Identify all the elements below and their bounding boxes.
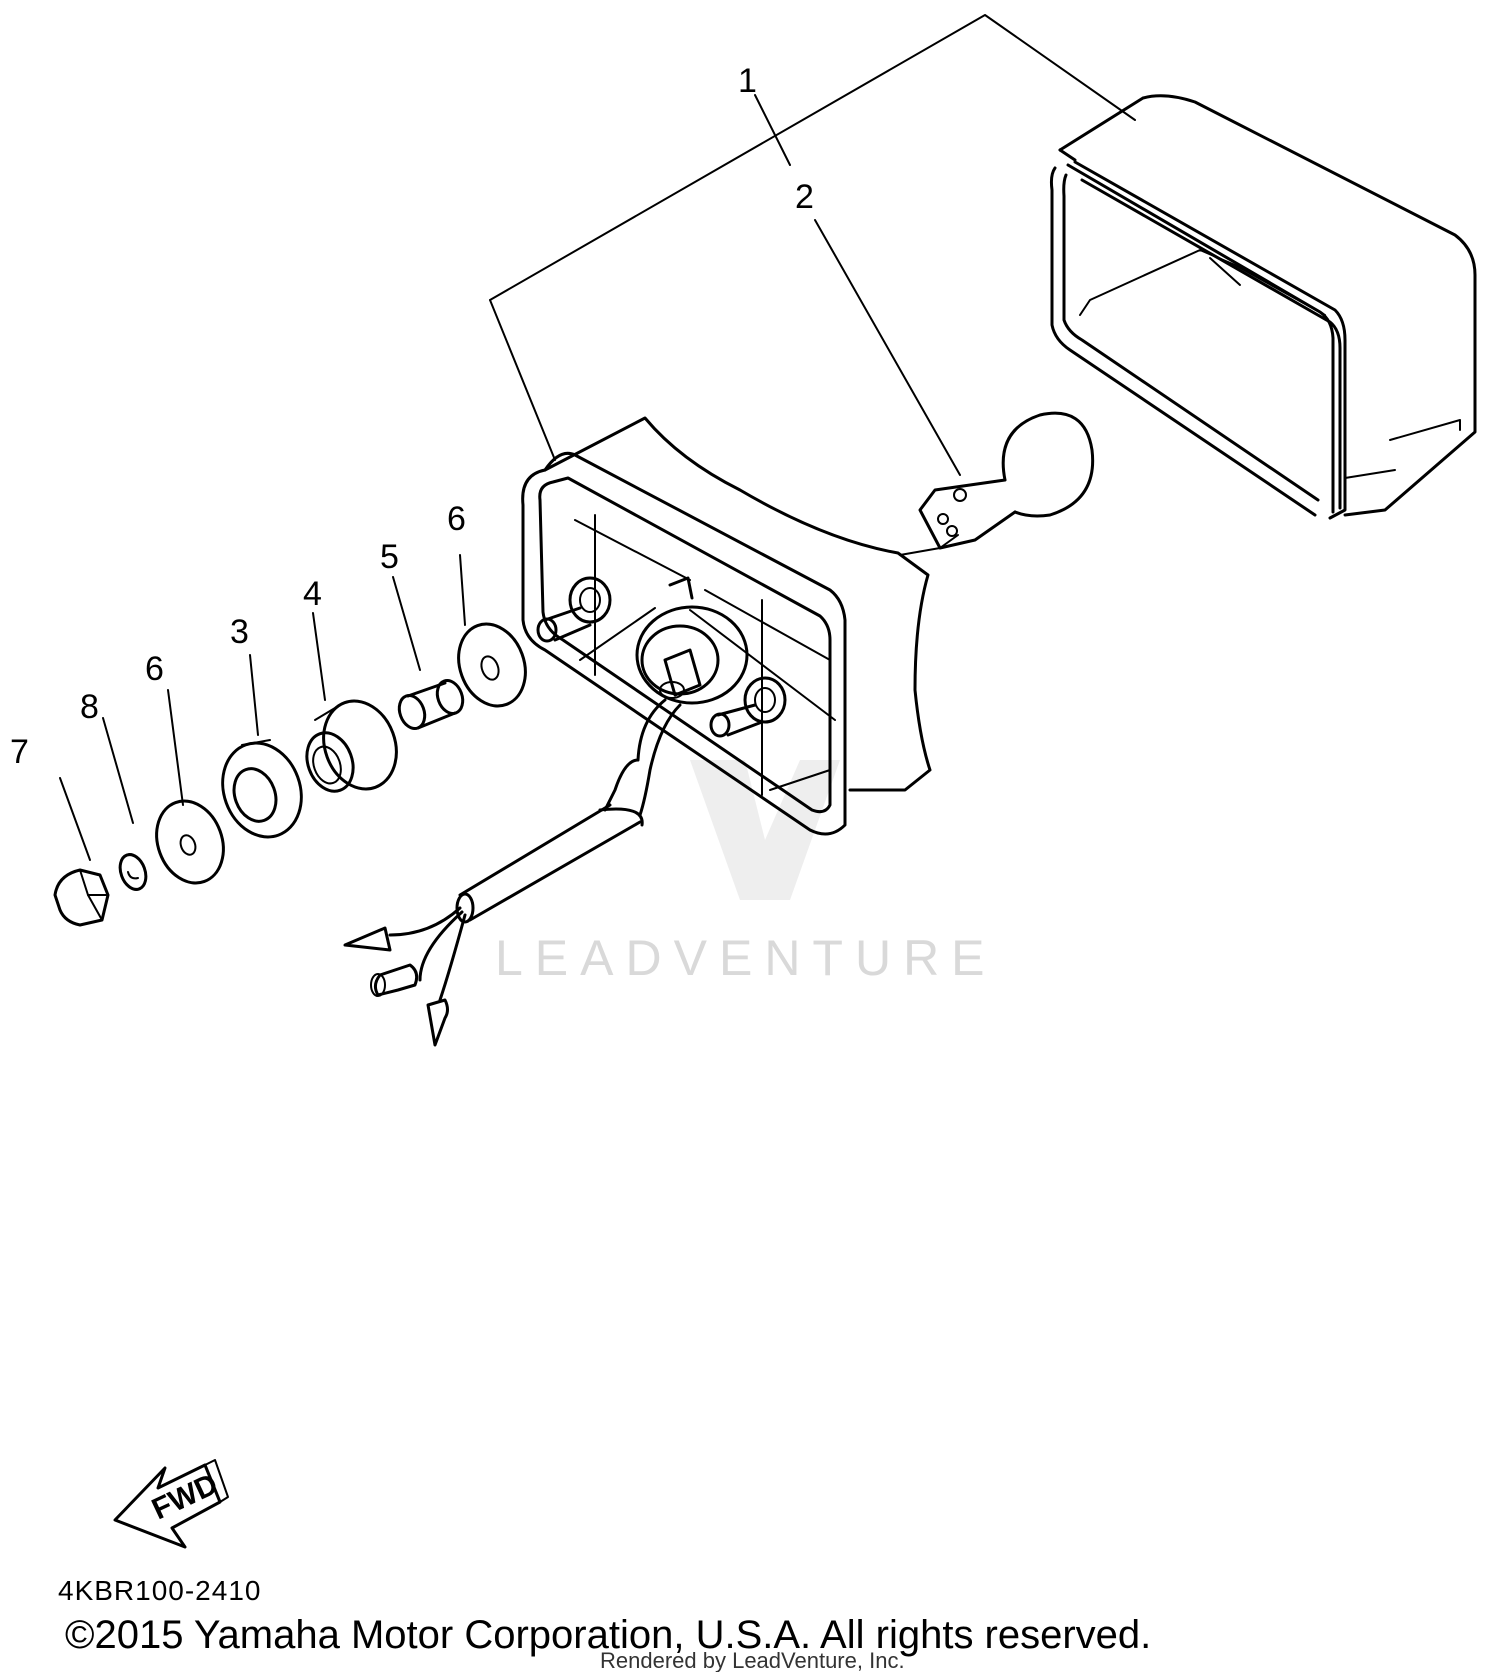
part-7-cap-nut xyxy=(53,868,110,927)
part-4-grommet xyxy=(305,699,398,793)
callout-8: 8 xyxy=(80,688,99,726)
fwd-arrow-icon: FWD xyxy=(113,1459,229,1549)
wiring-harness xyxy=(343,698,682,1047)
watermark-text: LEADVENTURE xyxy=(495,930,997,986)
part-6-washer-right xyxy=(457,622,527,708)
part-8-lock-washer xyxy=(118,853,148,891)
callout-5: 5 xyxy=(380,538,399,576)
leader-lines xyxy=(59,14,1136,861)
callout-4: 4 xyxy=(303,575,322,613)
rendered-by: Rendered by LeadVenture, Inc. xyxy=(600,1648,905,1672)
part-3-damper xyxy=(221,739,303,839)
callout-1: 1 xyxy=(738,62,757,100)
copyright: ©2015 Yamaha Motor Corporation, U.S.A. A… xyxy=(65,1613,1151,1657)
callout-2: 2 xyxy=(795,178,814,216)
callout-3: 3 xyxy=(230,613,249,651)
part-6-washer-left xyxy=(155,799,225,885)
tail-light-lens xyxy=(1049,94,1477,520)
part-5-collar xyxy=(397,679,465,730)
bulb xyxy=(918,411,1095,550)
callout-6-right: 6 xyxy=(447,500,466,538)
bulb-leader xyxy=(899,547,941,556)
callout-6-left: 6 xyxy=(145,650,164,688)
watermark: LEADVENTURE xyxy=(495,760,997,986)
callouts: 1 2 3 4 5 6 6 7 8 xyxy=(10,62,814,771)
tail-light-housing xyxy=(521,416,932,836)
diagram-code: 4KBR100-2410 xyxy=(58,1575,261,1606)
callout-7: 7 xyxy=(10,733,29,771)
